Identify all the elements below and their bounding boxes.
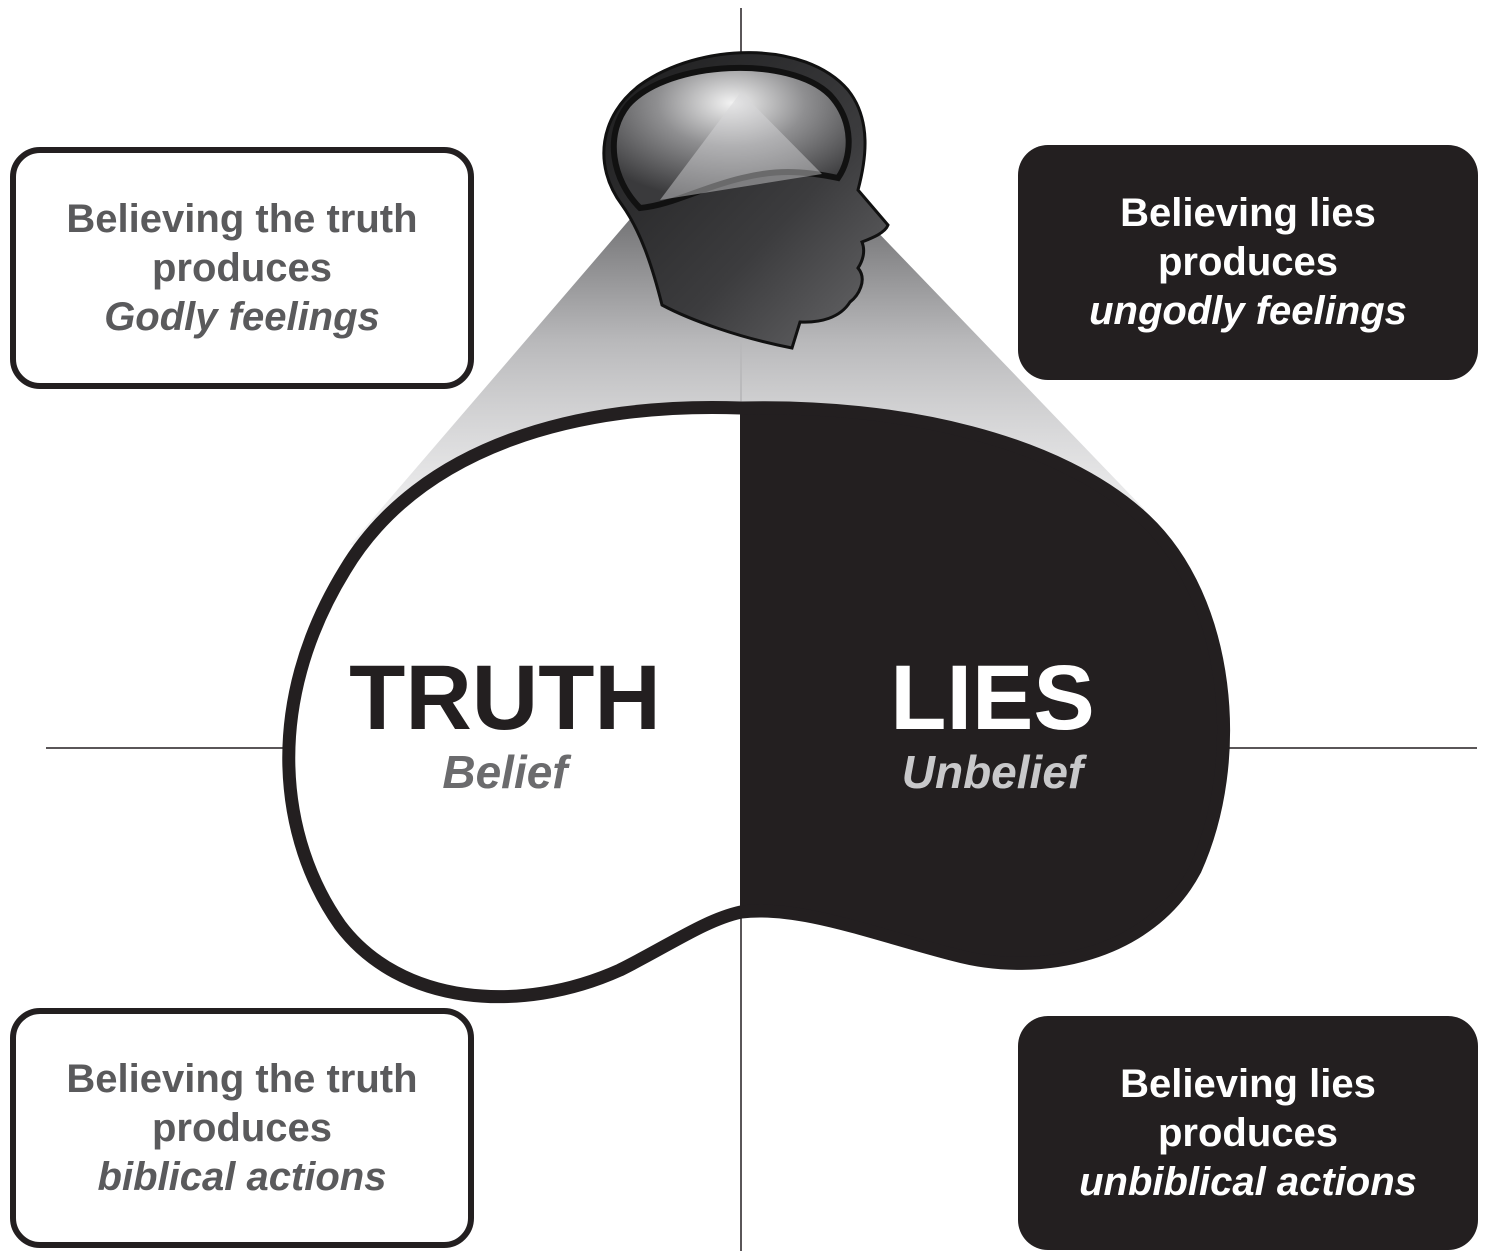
box-emphasis: ungodly feelings [1089,289,1407,333]
biblical-actions-box: Believing the truth produces biblical ac… [10,1008,474,1248]
godly-feelings-box: Believing the truth produces Godly feeli… [10,147,474,389]
box-line: Believing the truth [66,1056,418,1101]
box-emphasis: biblical actions [97,1154,387,1199]
box-emphasis: unbiblical actions [1079,1159,1417,1204]
box-emphasis: Godly feelings [104,294,380,339]
box-line: produces [151,1105,333,1150]
box-line: Believing lies [1120,191,1376,235]
unbiblical-actions-box: Believing lies produces unbiblical actio… [1018,1016,1478,1250]
box-line: produces [1157,1110,1339,1155]
lies-half-shape [741,407,1224,964]
box-line: produces [1157,240,1339,284]
truth-subtitle: Belief [442,746,568,798]
truth-title: TRUTH [349,647,661,749]
box-line: Believing lies [1120,1061,1376,1106]
box-line: Believing the truth [66,196,418,241]
ungodly-feelings-box: Believing lies produces ungodly feelings [1018,145,1478,380]
truth-label: TRUTH Belief [335,650,675,798]
box-line: produces [151,245,333,290]
lies-title: LIES [890,647,1095,749]
head-icon [602,51,890,350]
truth-half-shape [288,407,741,997]
lies-label: LIES Unbelief [850,650,1135,798]
lies-subtitle: Unbelief [901,746,1084,798]
